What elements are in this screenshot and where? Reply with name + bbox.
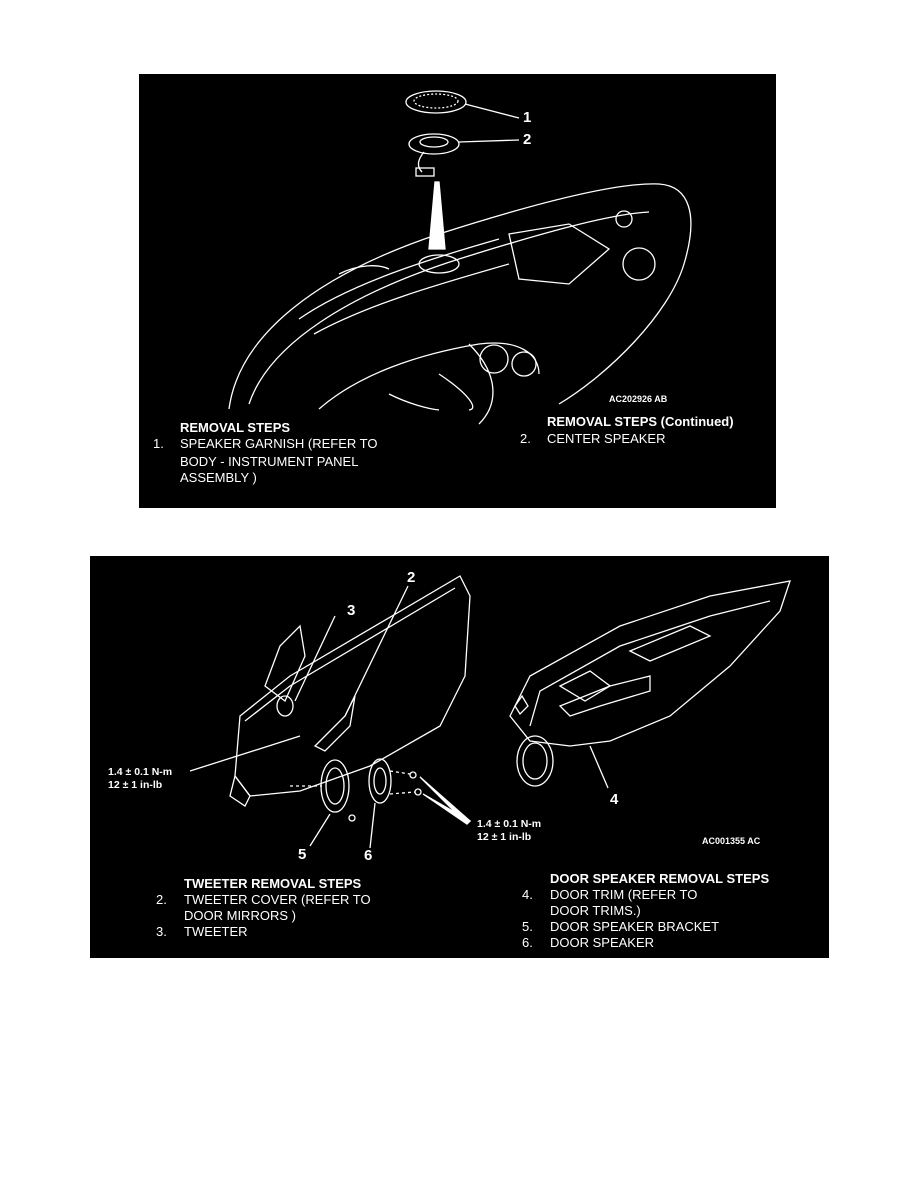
callout-5: 5 — [298, 846, 307, 863]
figure-code: AC001355 AC — [702, 836, 761, 846]
step-number: 3. — [156, 924, 167, 939]
torque-spec-left: 1.4 ± 0.1 N-m 12 ± 1 in-lb — [108, 766, 172, 792]
step-text-line: CENTER SPEAKER — [547, 431, 666, 446]
torque-metric: 1.4 ± 0.1 N-m — [108, 766, 173, 778]
figure-code: AC202926 AB — [609, 394, 668, 404]
step-text-line: ASSEMBLY ) — [180, 470, 257, 485]
center-speaker-figure: 1 2 AC202926 AB REMOVAL STEPS 1. SPEAKER… — [139, 74, 776, 508]
torque-imperial: 12 ± 1 in-lb — [108, 779, 163, 791]
step-text-line: SPEAKER GARNISH (REFER TO — [180, 436, 378, 451]
step-number: 6. — [522, 935, 533, 950]
step-text-line: DOOR SPEAKER — [550, 935, 655, 950]
step-number: 2. — [520, 431, 531, 446]
callout-2: 2 — [407, 569, 416, 586]
step-text-line: DOOR SPEAKER BRACKET — [550, 919, 720, 934]
torque-spec-right: 1.4 ± 0.1 N-m 12 ± 1 in-lb — [477, 818, 541, 844]
callout-4: 4 — [610, 791, 619, 808]
tweeter-steps-heading: TWEETER REMOVAL STEPS — [184, 876, 362, 891]
door-speaker-illustration — [189, 575, 791, 849]
step-number: 5. — [522, 919, 533, 934]
step-text-line: DOOR TRIM (REFER TO — [550, 887, 698, 902]
callout-1: 1 — [523, 109, 532, 126]
instrument-panel-illustration — [228, 90, 692, 425]
door-speaker-figure: 2 3 4 5 6 1.4 ± 0.1 N-m 12 ± 1 in-lb 1.4… — [90, 556, 829, 958]
removal-steps-continued-heading: REMOVAL STEPS (Continued) — [547, 414, 734, 429]
step-text-line: DOOR TRIMS.) — [550, 903, 641, 918]
step-number: 1. — [153, 436, 164, 451]
step-number: 2. — [156, 892, 167, 907]
removal-steps-heading: REMOVAL STEPS — [180, 420, 291, 435]
torque-metric: 1.4 ± 0.1 N-m — [477, 818, 542, 830]
callout-2: 2 — [523, 131, 532, 148]
step-text-line: DOOR MIRRORS ) — [184, 908, 296, 923]
step-text-line: BODY - INSTRUMENT PANEL — [180, 454, 359, 469]
step-text-line: TWEETER COVER (REFER TO — [184, 892, 371, 907]
callout-6: 6 — [364, 847, 373, 864]
step-text-line: TWEETER — [184, 924, 248, 939]
step-number: 4. — [522, 887, 533, 902]
torque-imperial: 12 ± 1 in-lb — [477, 831, 532, 843]
door-speaker-steps-heading: DOOR SPEAKER REMOVAL STEPS — [550, 871, 770, 886]
callout-3: 3 — [347, 602, 356, 619]
